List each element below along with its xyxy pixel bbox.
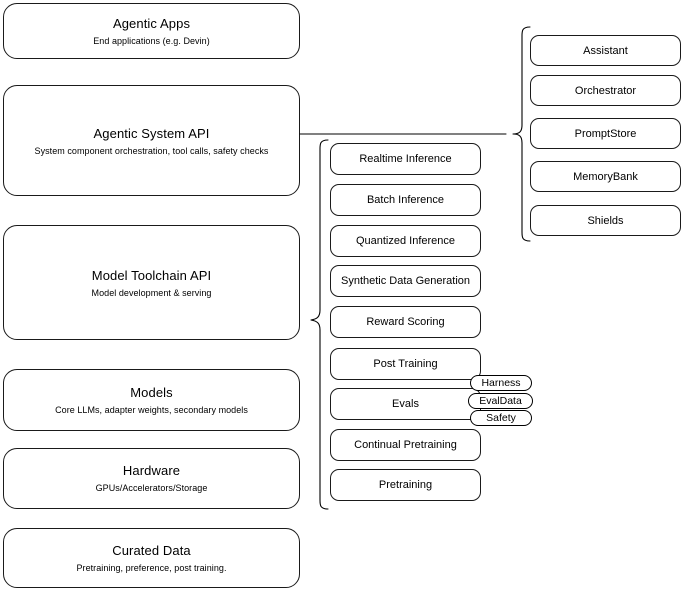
layer-subtitle: Core LLMs, adapter weights, secondary mo… (55, 404, 248, 415)
component-label: PromptStore (574, 127, 637, 140)
capability-chip-quantized-inference[interactable]: Quantized Inference (330, 225, 481, 257)
layer-title: Models (130, 384, 173, 400)
capability-chip-continual-pretraining[interactable]: Continual Pretraining (330, 429, 481, 461)
layer-title: Model Toolchain API (91, 268, 212, 283)
layer-card-models[interactable]: Models Core LLMs, adapter weights, secon… (3, 369, 300, 431)
evals-badge-harness[interactable]: Harness (470, 375, 532, 391)
capability-label: Batch Inference (366, 194, 445, 206)
evals-badge-label: Harness (481, 377, 521, 389)
capability-label: Post Training (373, 358, 438, 370)
evals-badge-safety[interactable]: Safety (470, 410, 532, 426)
evals-badge-label: Safety (486, 412, 516, 424)
layer-title: Agentic Apps (112, 15, 191, 31)
capability-label: Synthetic Data Generation (340, 275, 471, 287)
component-chip-memorybank[interactable]: MemoryBank (530, 161, 681, 192)
component-label: MemoryBank (573, 170, 638, 183)
component-chip-orchestrator[interactable]: Orchestrator (530, 75, 681, 106)
capability-chip-synthetic-data-generation[interactable]: Synthetic Data Generation (330, 265, 481, 297)
layer-title: Curated Data (112, 542, 191, 558)
capability-label: Evals (392, 398, 419, 410)
component-chip-promptstore[interactable]: PromptStore (530, 118, 681, 149)
capability-label: Reward Scoring (366, 316, 445, 328)
layer-subtitle: Pretraining, preference, post training. (76, 562, 227, 573)
layer-subtitle: End applications (e.g. Devin) (93, 35, 210, 46)
capability-chip-batch-inference[interactable]: Batch Inference (330, 184, 481, 216)
component-chip-shields[interactable]: Shields (530, 205, 681, 236)
evals-badge-label: EvalData (479, 395, 522, 407)
layer-card-curated-data[interactable]: Curated Data Pretraining, preference, po… (3, 528, 300, 588)
layer-title: Agentic System API (93, 126, 210, 141)
capability-chip-realtime-inference[interactable]: Realtime Inference (330, 143, 481, 175)
evals-badge-evaldata[interactable]: EvalData (468, 393, 533, 409)
capability-label: Quantized Inference (355, 235, 456, 247)
layer-subtitle: System component orchestration, tool cal… (34, 146, 269, 156)
capability-chip-pretraining[interactable]: Pretraining (330, 469, 481, 501)
connector-agentic-system-to-components (299, 120, 515, 150)
capability-label: Pretraining (378, 479, 433, 491)
capability-label: Continual Pretraining (354, 439, 457, 451)
capability-chip-post-training[interactable]: Post Training (330, 348, 481, 380)
component-label: Assistant (583, 44, 628, 57)
layer-subtitle: Model development & serving (91, 288, 212, 298)
component-label: Shields (587, 214, 624, 227)
capability-chip-evals[interactable]: Evals (330, 388, 481, 420)
layer-card-agentic-system-api[interactable]: Agentic System API System component orch… (3, 85, 300, 196)
layer-card-hardware[interactable]: Hardware GPUs/Accelerators/Storage (3, 448, 300, 509)
capability-label: Realtime Inference (359, 153, 452, 165)
layer-card-model-toolchain-api[interactable]: Model Toolchain API Model development & … (3, 225, 300, 340)
component-chip-assistant[interactable]: Assistant (530, 35, 681, 66)
layer-card-agentic-apps[interactable]: Agentic Apps End applications (e.g. Devi… (3, 3, 300, 59)
capability-chip-reward-scoring[interactable]: Reward Scoring (330, 306, 481, 338)
layer-subtitle: GPUs/Accelerators/Storage (95, 483, 208, 493)
brace-toolchain-capabilities (302, 136, 332, 518)
component-label: Orchestrator (574, 84, 637, 97)
layer-title: Hardware (122, 463, 181, 478)
brace-agentic-components (506, 22, 536, 254)
